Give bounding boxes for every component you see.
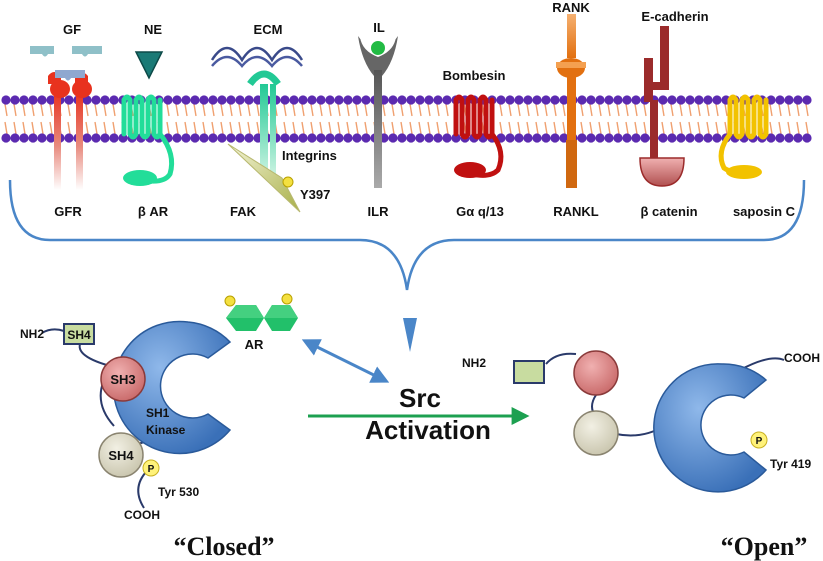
il-ligand [371, 41, 385, 55]
label-fak: FAK [230, 204, 257, 219]
label-activation: Activation [365, 415, 491, 445]
ar-molecule [224, 293, 298, 331]
ecadherin-receptor [644, 26, 669, 158]
label-gfr: GFR [54, 204, 82, 219]
label-ecm: ECM [254, 22, 283, 37]
label-beta-catenin: β catenin [640, 204, 697, 219]
beta-catenin-shape [639, 157, 685, 187]
y397-site [282, 176, 294, 188]
closed-sh3: SH3 [110, 372, 135, 387]
bracket-arrowhead [403, 318, 417, 352]
label-y397: Y397 [300, 187, 330, 202]
label-il: IL [373, 20, 385, 35]
label-bombesin: Bombesin [443, 68, 506, 83]
label-src: Src [399, 383, 441, 413]
label-ar: AR [245, 337, 264, 352]
ilr-receptor [358, 36, 398, 188]
label-rankl: RANKL [553, 204, 599, 219]
label-integrins: Integrins [282, 148, 337, 163]
saposin-receptor [718, 94, 769, 175]
fak-wedge [227, 143, 301, 213]
ne-ligand [134, 51, 164, 80]
open-tyr419: Tyr 419 [770, 457, 811, 471]
closed-cooh: COOH [124, 508, 160, 522]
closed-sh4-top: SH4 [67, 328, 91, 342]
beta-ar-tail [123, 170, 157, 186]
closed-kinase: Kinase [146, 423, 186, 437]
integrin-receptor [247, 70, 281, 174]
ga-tail [454, 162, 486, 178]
label-ilr: ILR [368, 204, 390, 219]
label-beta-ar: β AR [138, 204, 169, 219]
label-ga: Gα q/13 [456, 204, 504, 219]
open-p: P [756, 436, 763, 447]
open-cooh: COOH [784, 351, 820, 365]
ar-src-arrow [301, 339, 390, 383]
label-rank: RANK [552, 0, 590, 15]
open-src [513, 350, 785, 493]
saposin-tail [726, 165, 762, 179]
ecm-fibers [210, 46, 304, 68]
label-gf: GF [63, 22, 81, 37]
closed-sh1: SH1 [146, 406, 170, 420]
convergence-bracket [8, 179, 806, 291]
gf-ligands [30, 46, 102, 81]
closed-tyr530: Tyr 530 [158, 485, 199, 499]
rank-receptor [556, 14, 586, 188]
closed-caption: “Closed” [173, 532, 274, 561]
label-ne: NE [144, 22, 162, 37]
closed-nh2: NH2 [20, 327, 44, 341]
closed-src [41, 320, 232, 509]
open-caption: “Open” [721, 532, 808, 561]
open-nh2: NH2 [462, 356, 486, 370]
label-saposin: saposin C [733, 204, 796, 219]
closed-p: P [148, 464, 155, 475]
label-ecadherin: E-cadherin [641, 9, 708, 24]
gfr-receptor [48, 72, 92, 190]
closed-sh4-bottom: SH4 [108, 448, 134, 463]
